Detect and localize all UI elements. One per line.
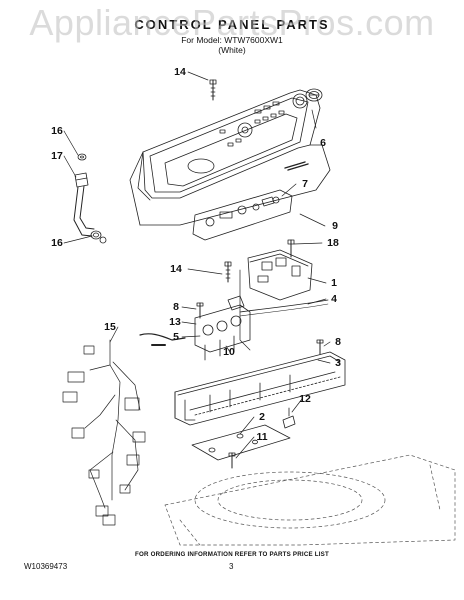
callout-13: 13: [169, 316, 181, 328]
callout-8: 8: [173, 301, 179, 313]
ordering-note: FOR ORDERING INFORMATION REFER TO PARTS …: [135, 551, 329, 558]
callout-leaders: [63, 71, 331, 459]
console-base-3: [174, 351, 346, 426]
callout-9: 9: [332, 220, 338, 232]
screw-14-top: [209, 79, 217, 101]
document-number: W10369473: [24, 562, 68, 571]
screw-14-mid: [224, 261, 232, 283]
callout-1: 1: [331, 277, 337, 289]
clip-12: [282, 407, 296, 429]
color-line: (White): [218, 45, 246, 55]
callout-14: 14: [174, 66, 186, 78]
cable-13: [139, 333, 186, 341]
washer-top-outline: [164, 454, 456, 546]
main-control-board-1: [239, 249, 313, 351]
callout-11: 11: [256, 431, 268, 443]
page-title: CONTROL PANEL PARTS: [134, 17, 330, 32]
inlet-hose-assembly: [73, 153, 107, 244]
callout-17: 17: [51, 150, 63, 162]
callout-4: 4: [331, 293, 337, 305]
wire-harness-15: [62, 339, 146, 526]
callout-18: 18: [327, 237, 339, 249]
screw-8-right: [316, 339, 324, 355]
callout-12: 12: [299, 393, 311, 405]
callout-6: 6: [320, 137, 326, 149]
callout-5: 5: [173, 331, 179, 343]
page-number: 3: [229, 562, 234, 571]
callout-2: 2: [259, 411, 265, 423]
ui-control-board-7: [192, 161, 309, 241]
callout-7: 7: [302, 178, 308, 190]
callout-3: 3: [335, 357, 341, 369]
screw-8-left: [196, 302, 204, 319]
callout-14: 14: [170, 263, 182, 275]
knob-6: [305, 88, 323, 102]
water-valve-assembly: [194, 295, 251, 361]
callout-15: 15: [104, 321, 116, 333]
callout-16: 16: [51, 125, 63, 137]
console-housing: [129, 89, 331, 226]
console-buttons: [219, 101, 285, 147]
callout-8: 8: [335, 336, 341, 348]
screw-11: [228, 452, 236, 469]
model-line: For Model: WTW7600XW1: [181, 35, 283, 45]
callout-10: 10: [223, 346, 235, 358]
callout-16: 16: [51, 237, 63, 249]
mounting-plate-2: [191, 424, 291, 461]
